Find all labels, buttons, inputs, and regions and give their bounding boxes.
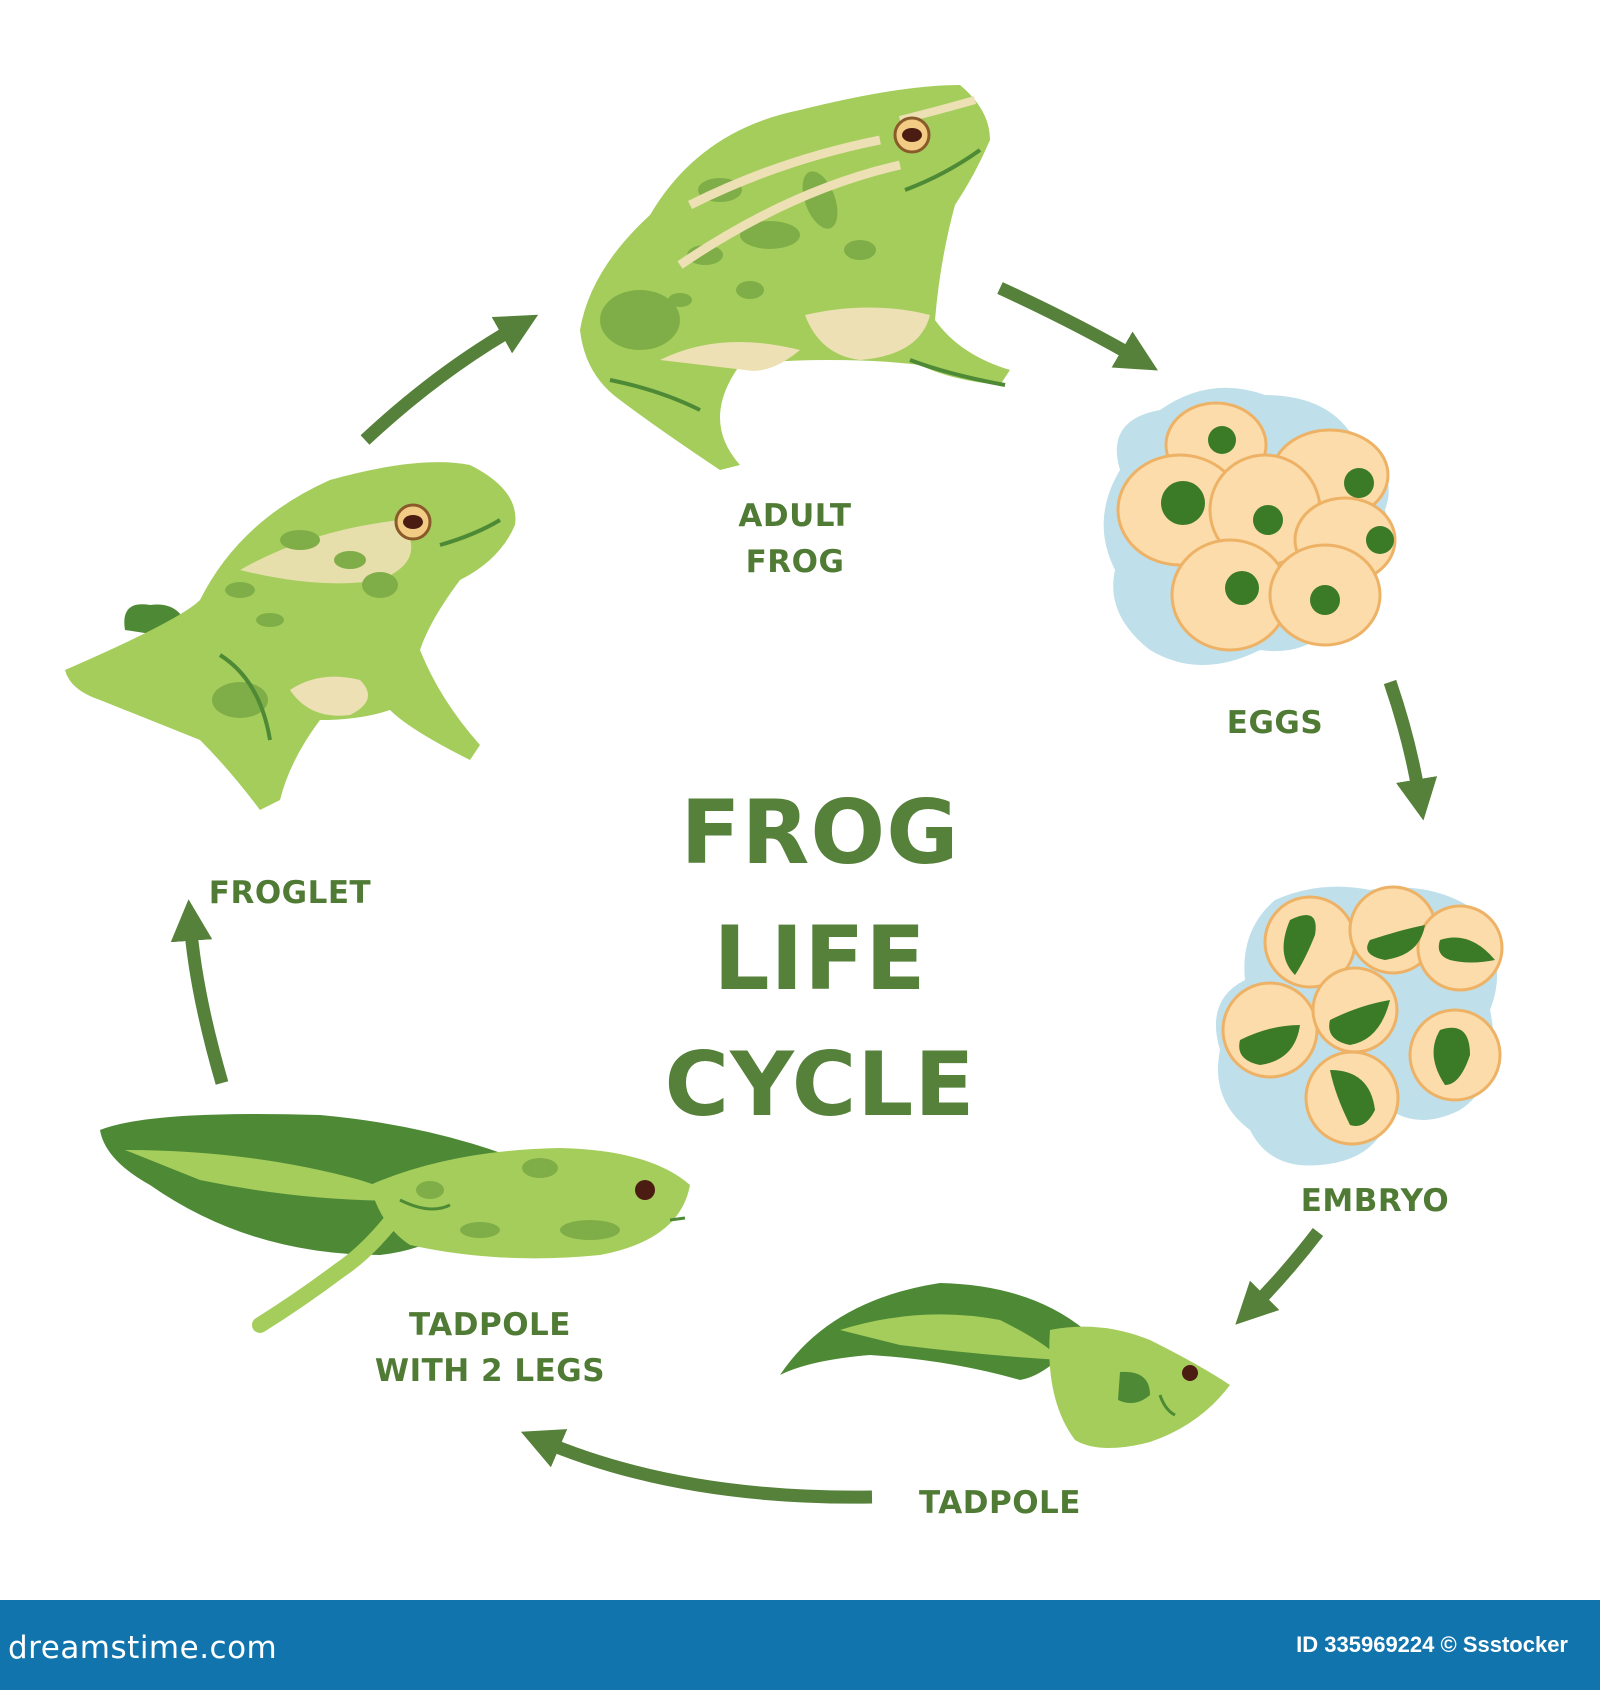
adult-frog-illustration [580,85,1010,470]
arrow-embryo-to-tadpole [1235,1228,1324,1325]
label-tadpole: TADPOLE [900,1480,1100,1526]
dreamstime-logo[interactable]: dreamstime.com [8,1630,278,1666]
diagram-artwork [65,85,1504,1504]
label-froglet-line1: FROGLET [208,875,372,911]
tadpole-illustration [780,1283,1230,1449]
title-line-1: FROG LIFE [680,781,960,1010]
label-eggs: EGGS [1180,700,1370,746]
label-tadpole-2legs-line1: TADPOLE [409,1307,571,1343]
stock-photo-footer: dreamstime.com ID 335969224 © Ssstocker [0,1600,1600,1690]
label-tadpole-line1: TADPOLE [919,1485,1081,1521]
arrow-adult-to-eggs [997,282,1158,371]
label-embryo: EMBRYO [1280,1178,1470,1224]
label-adult-frog: ADULT FROG [680,493,910,585]
arrow-tadpole-to-2legs [520,1429,873,1504]
title-line-2: CYCLE [664,1033,976,1136]
arrow-eggs-to-embryo [1383,679,1438,821]
label-adult-frog-line1: ADULT [738,498,852,534]
diagram-title: FROG LIFE CYCLE [560,770,1080,1148]
cycle-arrows [170,282,1438,1504]
arrow-2legs-to-froglet [170,899,229,1085]
eggs-illustration [1103,387,1397,665]
frog-life-cycle-diagram: FROG LIFE CYCLE ADULT FROG EGGS EMBRYO T… [65,85,1504,1526]
label-froglet: FROGLET [200,870,380,916]
label-tadpole-with-2-legs: TADPOLE WITH 2 LEGS [370,1302,610,1394]
tadpole-with-2-legs-illustration [100,1114,690,1333]
label-adult-frog-line2: FROG [745,544,845,580]
embryo-illustration [1215,885,1504,1166]
arrow-froglet-to-adult [360,314,539,445]
image-credit: ID 335969224 © Ssstocker [1296,1632,1568,1657]
label-eggs-line1: EGGS [1226,705,1324,741]
label-tadpole-2legs-line2: WITH 2 LEGS [374,1353,606,1389]
froglet-illustration [65,462,516,810]
label-embryo-line1: EMBRYO [1300,1183,1450,1219]
